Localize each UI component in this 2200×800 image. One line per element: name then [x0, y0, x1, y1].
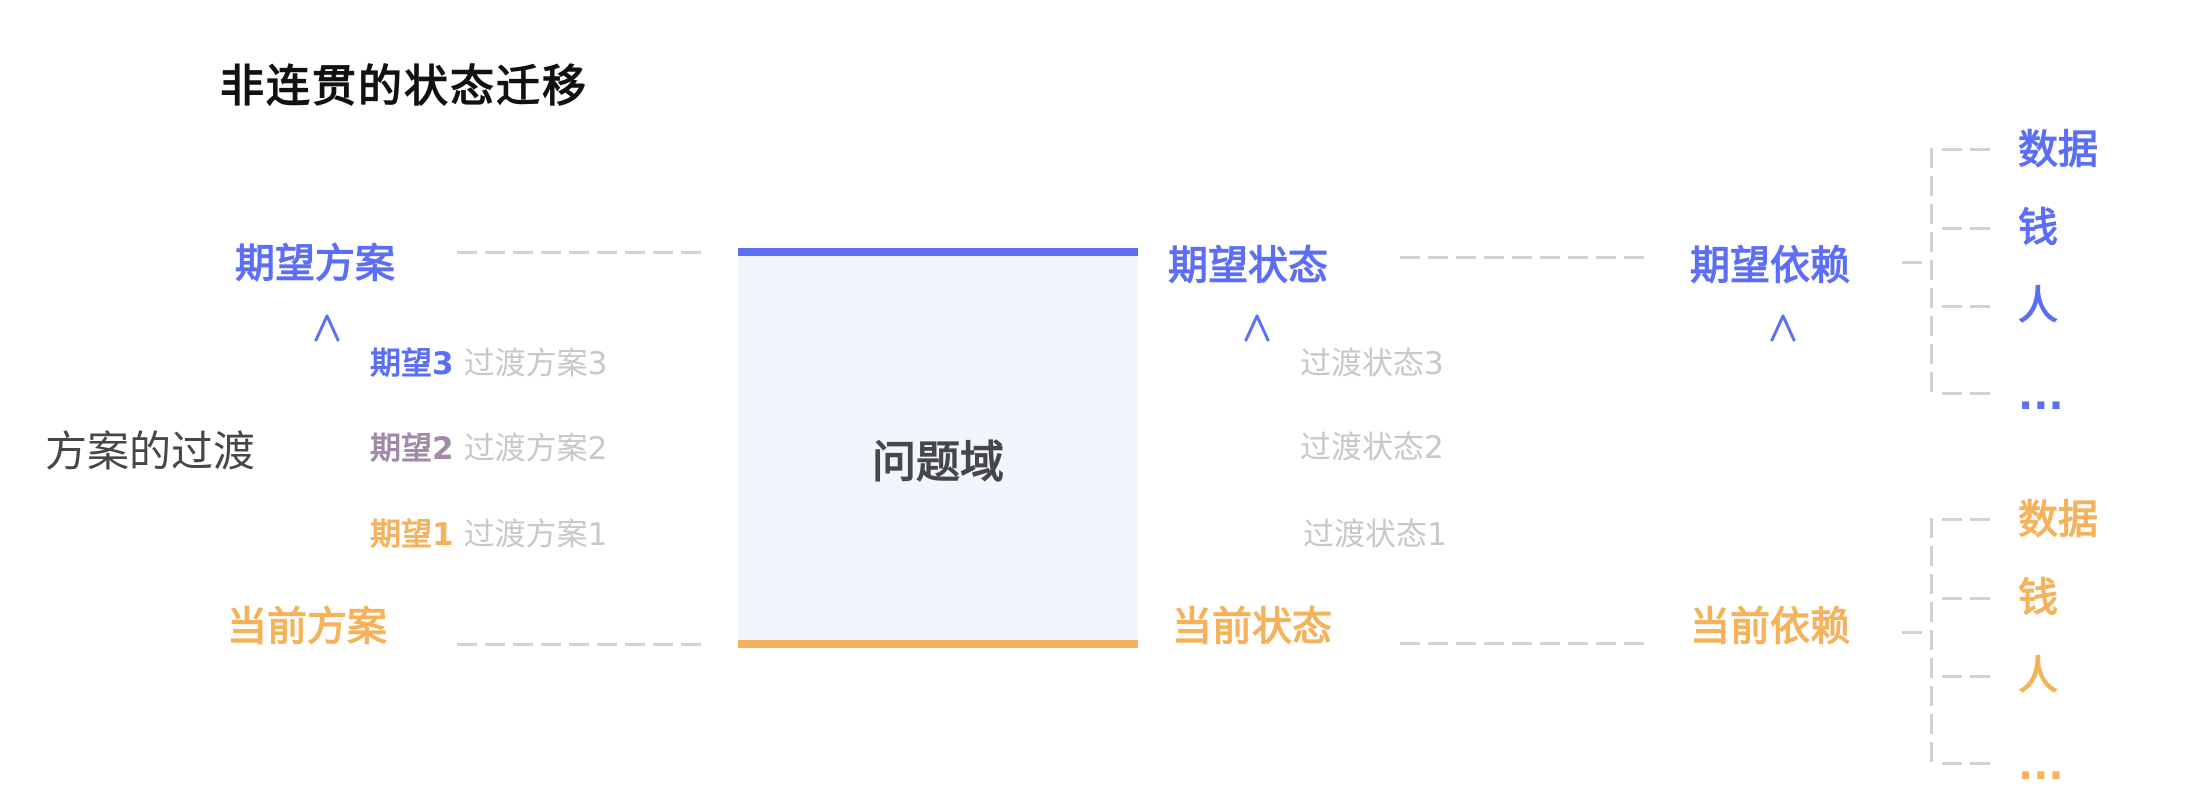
state-transition-text: 过渡状态3 [1300, 346, 1444, 382]
transition-text: 过渡方案1 [463, 517, 608, 553]
bracket-connector [1902, 261, 1922, 264]
dashed-connector [457, 643, 705, 646]
current-state-label: 当前状态 [1172, 604, 1332, 650]
expected-tag: 期望2 [370, 431, 454, 467]
expected-dependency-label: 期望依赖 [1690, 243, 1850, 289]
current-plan-label: 当前方案 [227, 604, 387, 650]
bracket-tick [1942, 392, 1990, 395]
diagram-title: 非连贯的状态迁移 [220, 61, 588, 112]
expected-tag: 期望3 [370, 346, 454, 382]
bracket-connector [1902, 631, 1922, 634]
current-dependency-label: 当前依赖 [1690, 604, 1850, 650]
state-transition-text: 过渡状态1 [1303, 517, 1447, 553]
expected-plan-label: 期望方案 [235, 241, 395, 287]
transition-text: 过渡方案3 [463, 346, 608, 382]
current-dependency-item: 钱 [2018, 575, 2058, 621]
current-dependency-item: ... [2018, 743, 2064, 789]
dashed-connector [457, 251, 705, 254]
current-dependency-item: 人 [2018, 653, 2058, 699]
bracket-tick [1942, 305, 1990, 308]
dependency-arrow-icon [1770, 314, 1796, 586]
plan-transition-label: 方案的过渡 [45, 427, 256, 476]
dashed-connector [1400, 256, 1648, 259]
bracket-line [1930, 518, 1933, 764]
problem-domain-label: 问题域 [872, 437, 1004, 488]
expected-dependency-item: 钱 [2018, 205, 2058, 251]
dashed-connector [1400, 642, 1648, 645]
expected-state-label: 期望状态 [1168, 243, 1328, 289]
state-transition-text: 过渡状态2 [1300, 430, 1444, 466]
bracket-tick [1942, 675, 1990, 678]
expected-dependency-item: 数据 [2018, 127, 2098, 173]
bracket-line [1930, 148, 1933, 394]
problem-domain-box: 问题域 [738, 248, 1138, 648]
plan-arrow-icon [314, 314, 340, 586]
bracket-tick [1942, 227, 1990, 230]
expected-tag: 期望1 [370, 517, 454, 553]
bracket-tick [1942, 762, 1990, 765]
expected-dependency-item: 人 [2018, 283, 2058, 329]
current-dependency-item: 数据 [2018, 497, 2098, 543]
current-bar [738, 640, 1138, 648]
transition-text: 过渡方案2 [463, 431, 608, 467]
bracket-tick [1942, 518, 1990, 521]
bracket-tick [1942, 597, 1990, 600]
state-arrow-icon [1244, 314, 1270, 586]
bracket-tick [1942, 148, 1990, 151]
expected-bar [738, 248, 1138, 256]
expected-dependency-item: ... [2018, 373, 2064, 419]
